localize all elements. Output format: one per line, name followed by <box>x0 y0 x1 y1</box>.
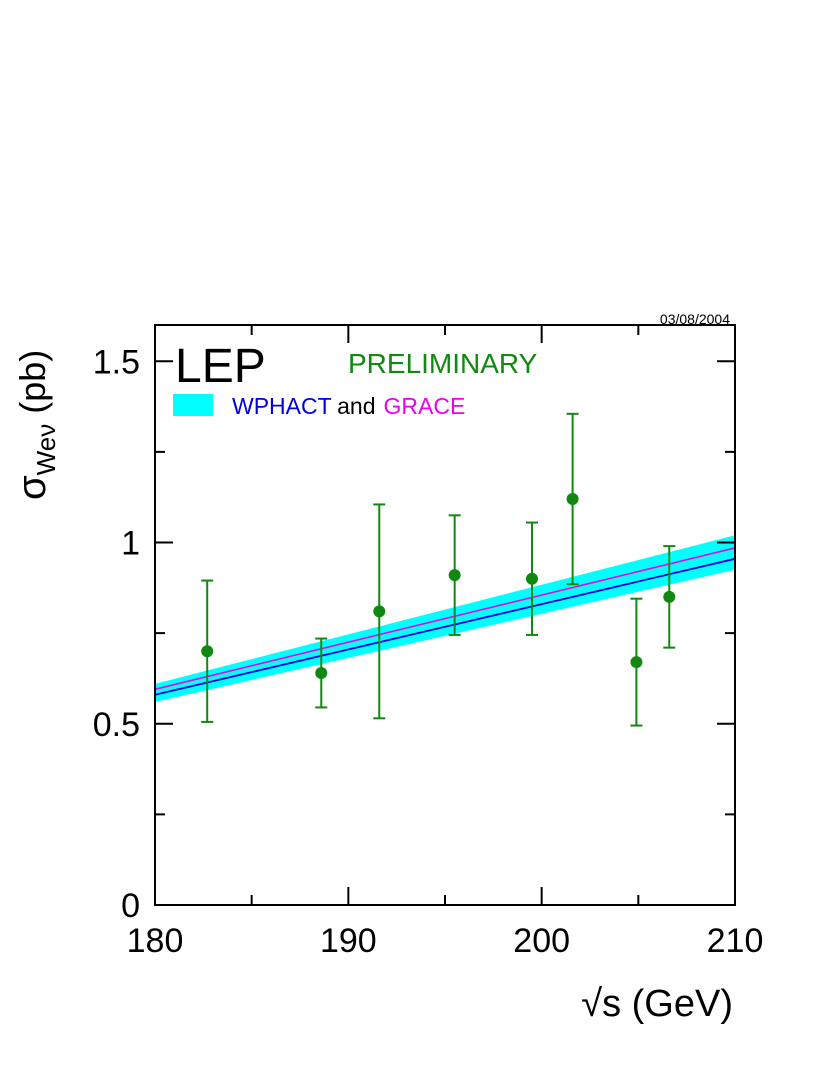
y-tick-label: 1 <box>121 525 140 563</box>
data-point-group <box>566 412 579 586</box>
data-point-group <box>315 637 328 709</box>
x-axis-label: √s (GeV) <box>581 983 733 1025</box>
x-tick-label: 180 <box>127 922 184 960</box>
data-point-group <box>201 579 214 723</box>
date-stamp: 03/08/2004 <box>660 311 730 327</box>
x-tick-label: 210 <box>707 922 764 960</box>
legend-wphact: WPHACT <box>232 393 332 419</box>
y-tick-label: 0 <box>121 887 140 925</box>
data-point <box>373 605 386 618</box>
data-point <box>315 667 328 679</box>
y-axis-label-unit: (pb) <box>12 350 53 414</box>
data-point <box>448 569 461 582</box>
experiment-label: LEP <box>175 340 266 393</box>
data-point-group <box>526 521 538 636</box>
axis-tick-labels-layer: 180 190 200 210 0 0.5 1 1.5 <box>93 343 764 960</box>
legend-grace: GRACE <box>384 393 466 419</box>
y-tick-label: 0.5 <box>93 706 140 744</box>
data-point <box>663 590 676 603</box>
preliminary-label: PRELIMINARY <box>348 348 538 379</box>
data-point-group <box>448 514 461 636</box>
data-points-layer <box>201 412 676 727</box>
wphact-line <box>154 557 736 696</box>
data-point <box>201 645 214 658</box>
y-axis-label-subscript: Weν <box>31 424 61 476</box>
y-axis-label: σWeν (pb) <box>10 350 61 500</box>
data-point <box>526 572 538 585</box>
data-point-group <box>663 545 676 649</box>
data-point-group <box>373 503 386 720</box>
x-tick-label: 190 <box>320 922 377 960</box>
grace-line <box>154 547 736 691</box>
x-tick-label: 200 <box>513 922 570 960</box>
theory-lines-layer <box>154 547 736 696</box>
y-axis-label-symbol: σ <box>10 475 54 500</box>
data-point-group <box>630 597 643 727</box>
axis-ticks-layer <box>154 325 736 906</box>
data-point <box>566 493 579 505</box>
y-tick-label: 1.5 <box>93 343 140 381</box>
data-point <box>630 656 643 669</box>
legend-band-swatch <box>173 394 213 416</box>
legend-and: and <box>337 393 375 419</box>
